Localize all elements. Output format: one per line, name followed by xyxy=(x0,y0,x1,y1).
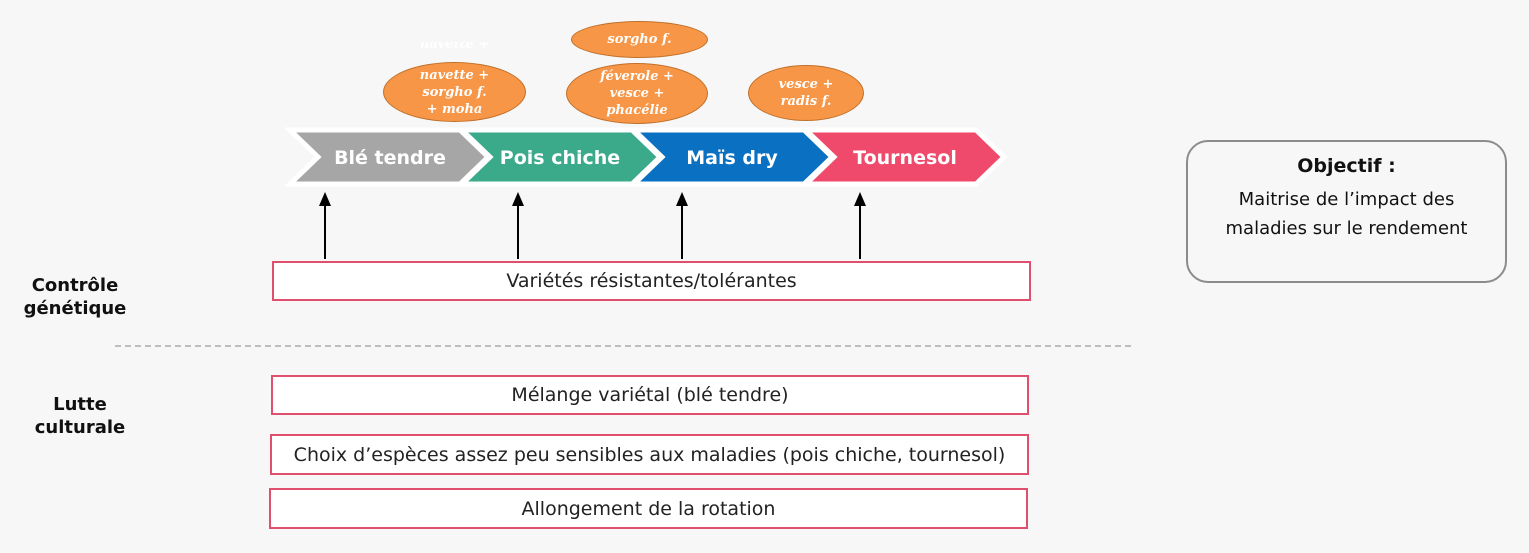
cover-crop-line: sorgho f. xyxy=(607,32,672,47)
cover-crop-line: vesce + xyxy=(609,86,665,101)
crop-label-chickpea: Pois chiche xyxy=(499,147,621,169)
arrow-to-maize xyxy=(676,192,688,259)
crop-label-wheat: Blé tendre xyxy=(334,147,446,169)
category-label-genetic: Contrôle génétique xyxy=(23,275,127,319)
cover-crop-oval-sorghum: sorgho f. xyxy=(571,21,708,58)
cover-crop-line: phacélie xyxy=(606,103,668,118)
cover-crop-line: vesce + xyxy=(778,77,834,92)
objective-text: Maitrise de l’impact des maladies sur le… xyxy=(1225,189,1468,239)
measure-bar-varietal-mix: Mélange variétal (blé tendre) xyxy=(271,375,1029,415)
measure-bar-longer-rotation: Allongement de la rotation xyxy=(269,488,1028,529)
objective-box: Objectif : Maitrise de l’impact des mala… xyxy=(1186,140,1507,283)
crop-label-sunflower: Tournesol xyxy=(853,147,957,169)
category-label-cultural: Lutte culturale xyxy=(34,394,126,438)
cover-crop-oval-chickpea: féverole + vesce + phacélie xyxy=(566,63,708,124)
chevron-sunflower xyxy=(799,127,1008,187)
objective-title: Objectif : xyxy=(1297,155,1396,177)
cover-crop-line: féverole + xyxy=(600,69,674,84)
cover-crop-oval-maize: vesce + radis f. xyxy=(748,65,864,121)
cover-crop-line: navette + xyxy=(419,67,490,83)
arrow-to-wheat xyxy=(319,192,331,259)
arrow-to-chickpea xyxy=(512,192,524,259)
cover-crop-line: + moha xyxy=(426,101,483,117)
arrow-to-sunflower xyxy=(854,192,866,259)
cover-crop-line: radis f. xyxy=(780,94,832,109)
measure-bar-resistant-varieties: Variétés résistantes/tolérantes xyxy=(272,261,1031,301)
cover-crop-clipped-text: navette + xyxy=(419,42,490,52)
cover-crop-oval-wheat: navette + sorgho f. + moha xyxy=(383,62,526,122)
measure-bar-species-choice: Choix d’espèces assez peu sensibles aux … xyxy=(270,434,1029,475)
cover-crop-line: sorgho f. xyxy=(422,84,487,100)
crop-label-maize: Maïs dry xyxy=(686,147,778,169)
